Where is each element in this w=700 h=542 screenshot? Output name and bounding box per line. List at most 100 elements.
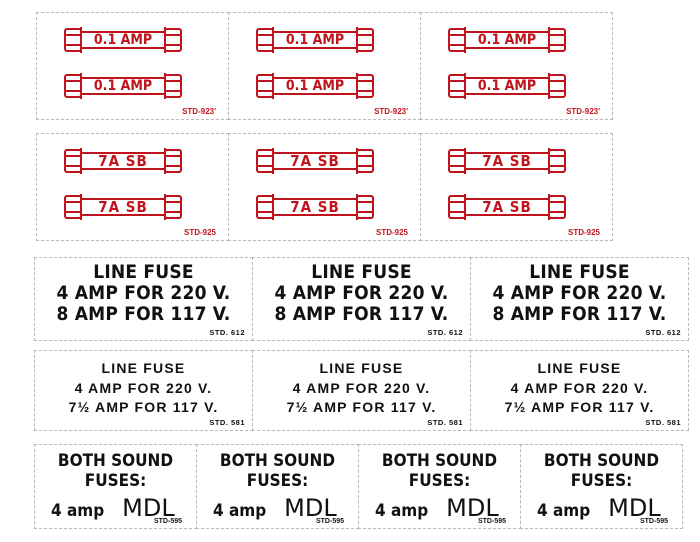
line-fuse-rating-220: 4 AMP FOR 220 V. [74,379,213,396]
line-fuse-rating-117: 7½ AMP FOR 117 V. [286,399,437,415]
std-code: STD-925 [183,228,216,237]
sound-fuse-title: BOTH SOUND FUSES: [359,451,520,491]
sound-fuse-card: BOTH SOUND FUSES: 4 amp MDL STD-595 [358,444,521,529]
sound-fuse-card: BOTH SOUND FUSES: 4 amp MDL STD-595 [196,444,359,529]
fuse-rating-label: 7A SB [482,152,532,170]
std-code: STD-925 [567,228,600,237]
std-code: STD-925 [375,228,408,237]
fuse-drawing: 7A SB [447,192,567,222]
sound-fuse-amp: 4 amp [537,501,591,521]
fuse-icon [256,194,374,220]
fuse-drawing: 7A SB [63,192,183,222]
fuse-icon [64,73,182,99]
line-fuse-rating-220: 4 AMP FOR 220 V. [56,282,231,304]
fuse-rating-label: 7A SB [98,152,148,170]
line-fuse-rating-117: 8 AMP FOR 117 V. [274,303,449,325]
fuse-icon [448,27,566,53]
fuse-drawing: 0.1 AMP [255,25,375,55]
std-code: STD-595 [153,518,182,525]
sound-fuse-amp: 4 amp [51,501,105,521]
line-fuse-row-std-581: LINE FUSE 4 AMP FOR 220 V. 7½ AMP FOR 11… [34,350,689,431]
line-fuse-text: LINE FUSE 4 AMP FOR 220 V. 8 AMP FOR 117… [35,262,252,325]
std-code: STD. 581 [209,418,245,427]
line-fuse-card: LINE FUSE 4 AMP FOR 220 V. 7½ AMP FOR 11… [470,350,689,431]
sound-fuse-card: BOTH SOUND FUSES: 4 amp MDL STD-595 [34,444,197,529]
fuse-drawing: 7A SB [255,192,375,222]
fuse-drawing: 0.1 AMP [447,25,567,55]
std-code: STD-595 [639,518,668,525]
fuse-label-card: 0.1 AMP 0.1 AMP STD-923' [420,12,613,120]
fuse-icon [256,27,374,53]
sound-fuse-brand: MDL [608,494,661,522]
std-code: STD-923' [566,107,600,116]
std-code: STD-923' [374,107,408,116]
sound-fuse-amp: 4 amp [213,501,267,521]
fuse-icon [64,148,182,174]
fuse-drawing: 0.1 AMP [447,71,567,101]
line-fuse-rating-220: 4 AMP FOR 220 V. [510,379,649,396]
line-fuse-title: LINE FUSE [93,261,194,283]
fuse-rating-label: 7A SB [482,198,532,216]
line-fuse-card: LINE FUSE 4 AMP FOR 220 V. 7½ AMP FOR 11… [34,350,253,431]
fuse-label-card: 7A SB 7A SB STD-925 [228,133,421,241]
sound-fuse-line-2: FUSES: [570,471,633,491]
line-fuse-title: LINE FUSE [537,360,622,376]
line-fuse-rating-117: 7½ AMP FOR 117 V. [504,399,655,415]
line-fuse-title: LINE FUSE [529,261,630,283]
line-fuse-text: LINE FUSE 4 AMP FOR 220 V. 7½ AMP FOR 11… [471,359,688,418]
fuse-icon [64,27,182,53]
fuse-icon [256,73,374,99]
fuse-rating-label: 7A SB [290,198,340,216]
line-fuse-card: LINE FUSE 4 AMP FOR 220 V. 8 AMP FOR 117… [470,257,689,341]
sound-fuse-title: BOTH SOUND FUSES: [197,451,358,491]
sound-fuse-line-1: BOTH SOUND [57,451,174,471]
std-code: STD. 612 [209,328,245,337]
std-code: STD-595 [315,518,344,525]
line-fuse-title: LINE FUSE [311,261,412,283]
sound-fuse-brand: MDL [122,494,175,522]
fuse-rating-label: 0.1 AMP [93,78,153,94]
fuse-rating-label: 0.1 AMP [93,32,153,48]
std-code: STD-595 [477,518,506,525]
sound-fuse-amp: 4 amp [375,501,429,521]
sound-fuse-line-1: BOTH SOUND [219,451,336,471]
line-fuse-card: LINE FUSE 4 AMP FOR 220 V. 8 AMP FOR 117… [34,257,253,341]
line-fuse-title: LINE FUSE [319,360,404,376]
fuse-rating-label: 0.1 AMP [477,78,537,94]
fuse-label-card: 0.1 AMP 0.1 AMP STD-923' [228,12,421,120]
sound-fuse-line-1: BOTH SOUND [381,451,498,471]
sound-fuse-rating: 4 amp MDL [537,494,661,522]
fuse-label-card: 0.1 AMP 0.1 AMP STD-923' [36,12,229,120]
fuse-rating-label: 0.1 AMP [285,78,345,94]
fuse-icon [448,73,566,99]
fuse-label-row-7a-sb: 7A SB 7A SB STD-925 7A SB 7A SB STD-925 … [36,133,613,241]
fuse-rating-label: 7A SB [290,152,340,170]
fuse-rating-label: 0.1 AMP [285,32,345,48]
std-code: STD-923' [182,107,216,116]
fuse-drawing: 7A SB [63,146,183,176]
fuse-rating-label: 7A SB [98,198,148,216]
sound-fuse-card: BOTH SOUND FUSES: 4 amp MDL STD-595 [520,444,683,529]
line-fuse-card: LINE FUSE 4 AMP FOR 220 V. 8 AMP FOR 117… [252,257,471,341]
sound-fuse-line-2: FUSES: [408,471,471,491]
std-code: STD. 581 [645,418,681,427]
line-fuse-rating-220: 4 AMP FOR 220 V. [292,379,431,396]
line-fuse-rating-117: 8 AMP FOR 117 V. [56,303,231,325]
line-fuse-text: LINE FUSE 4 AMP FOR 220 V. 7½ AMP FOR 11… [35,359,252,418]
std-code: STD. 612 [645,328,681,337]
fuse-rating-label: 0.1 AMP [477,32,537,48]
sound-fuse-line-1: BOTH SOUND [543,451,660,471]
sound-fuse-line-2: FUSES: [84,471,147,491]
fuse-drawing: 7A SB [447,146,567,176]
line-fuse-row-std-612: LINE FUSE 4 AMP FOR 220 V. 8 AMP FOR 117… [34,257,689,341]
fuse-drawing: 0.1 AMP [255,71,375,101]
fuse-icon [256,148,374,174]
sound-fuse-title: BOTH SOUND FUSES: [521,451,682,491]
line-fuse-title: LINE FUSE [101,360,186,376]
fuse-drawing: 7A SB [255,146,375,176]
std-code: STD. 581 [427,418,463,427]
sound-fuse-brand: MDL [446,494,499,522]
fuse-label-row-0-1-amp: 0.1 AMP 0.1 AMP STD-923' 0.1 AMP 0.1 AMP… [36,12,613,120]
fuse-drawing: 0.1 AMP [63,25,183,55]
fuse-icon [448,148,566,174]
